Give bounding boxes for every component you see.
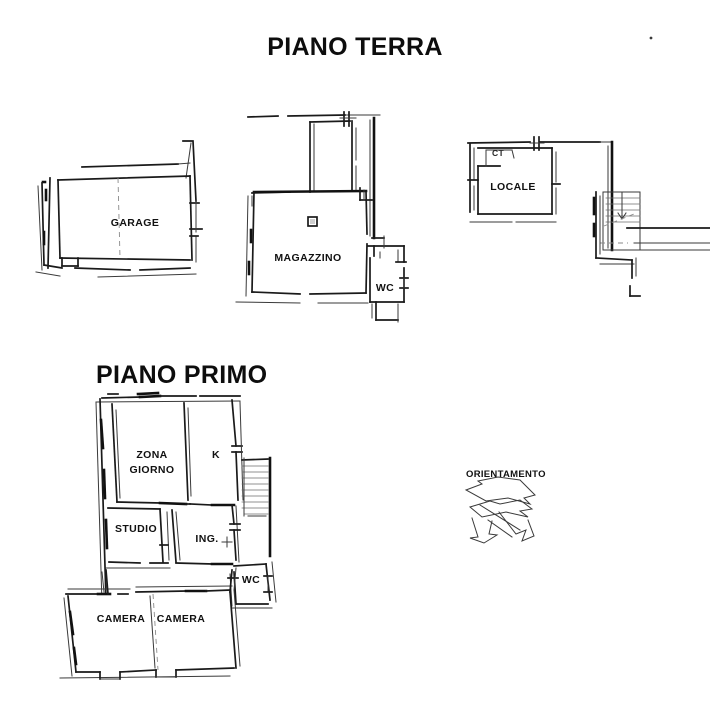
page-speck [649,36,653,40]
room-label-ingresso: ING. [195,533,218,545]
pillar-symbol [307,216,318,227]
orientation-label: ORIENTAMENTO [466,469,546,480]
north-arrow-icon [464,476,536,544]
room-label-camera-1: CAMERA [97,613,145,625]
room-label-cucina: K [212,449,220,461]
piano-primo-block: ZONA GIORNO K STUDIO ING. WC CAMERA CAME… [59,391,277,680]
first-floor-staircase [241,456,272,558]
ground-floor-staircase [592,191,710,297]
magazzino-block: MAGAZZINO WC [235,111,409,323]
room-label-wc-ground: WC [376,282,394,294]
room-label-ct: CT [492,148,504,158]
room-label-garage: GARAGE [111,217,160,229]
page-title-piano-terra: PIANO TERRA [267,33,443,61]
room-label-camera-2: CAMERA [157,613,205,625]
garage-block: GARAGE [35,140,203,278]
room-label-studio: STUDIO [115,523,157,535]
room-label-zona: ZONA [136,449,167,461]
orientation-indicator: ORIENTAMENTO [464,469,546,544]
room-label-magazzino: MAGAZZINO [274,252,341,264]
page-title-piano-primo: PIANO PRIMO [96,361,267,389]
ing-cross-marker [221,536,233,548]
room-label-giorno: GIORNO [130,464,175,476]
room-label-locale: LOCALE [490,181,536,193]
locale-block: LOCALE CT [467,136,614,252]
room-label-wc-first: WC [242,574,260,586]
